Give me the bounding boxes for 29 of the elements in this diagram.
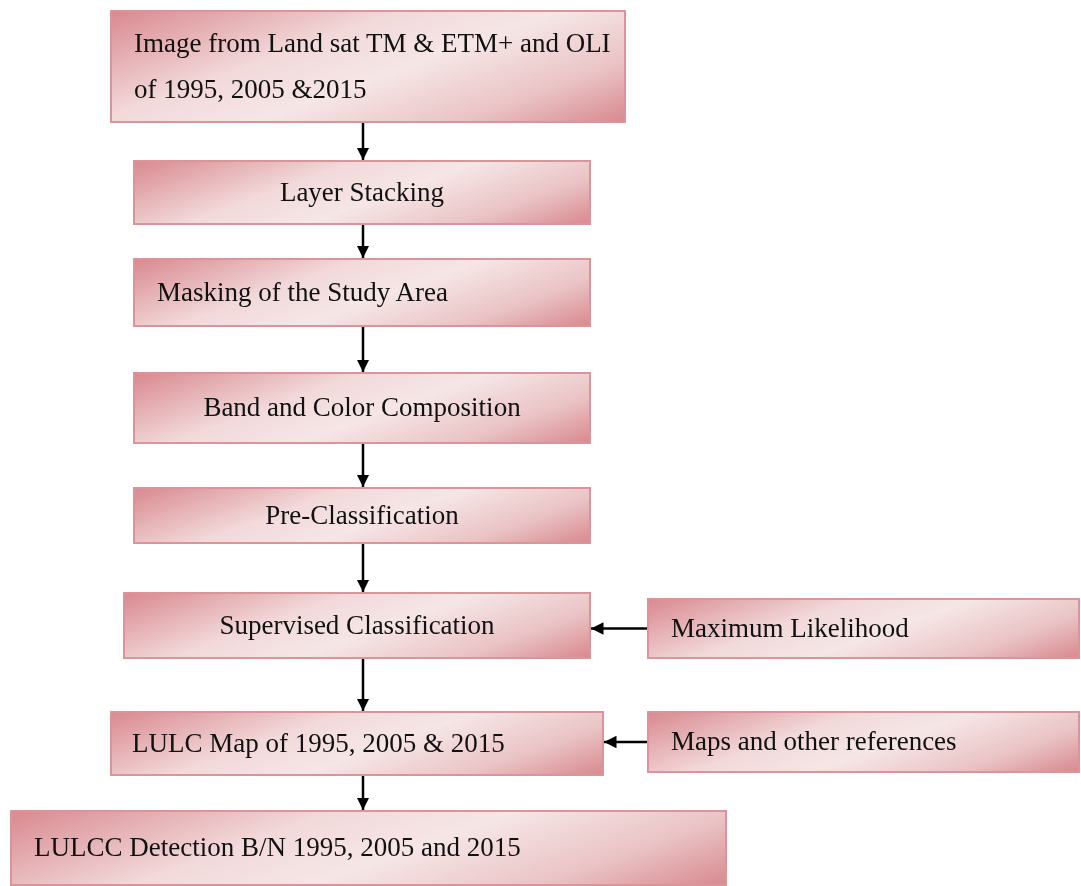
process-box <box>110 10 626 123</box>
box-label: Pre-Classification <box>265 498 459 532</box>
process-box <box>110 711 604 776</box>
box-label: Band and Color Composition <box>203 391 521 425</box>
process-box <box>10 810 727 886</box>
box-label: Masking of the Study Area <box>157 275 448 309</box>
box-label: Supervised Classification <box>219 608 495 642</box>
box-label: Layer Stacking <box>279 175 445 209</box>
process-box <box>133 258 591 327</box>
arrow <box>356 444 370 487</box>
box-label: Maps and other references <box>671 725 957 759</box>
box-label: LULCC Detection B/N 1995, 2005 and 2015 <box>34 831 521 865</box>
process-box <box>133 487 591 544</box>
process-box <box>133 160 591 225</box>
arrow <box>356 225 370 258</box>
arrow <box>356 123 370 160</box>
process-box <box>133 372 591 444</box>
arrow <box>356 659 370 711</box>
arrow <box>604 735 647 749</box>
arrow <box>591 622 647 635</box>
box-label: LULC Map of 1995, 2005 & 2015 <box>132 726 505 760</box>
arrow <box>356 544 370 592</box>
box-label: Maximum Likelihood <box>671 611 909 645</box>
arrow <box>356 327 370 372</box>
process-box <box>647 598 1080 659</box>
box-label: Image from Land sat TM & ETM+ and OLI of 1995, 2005 &2015 <box>134 26 612 106</box>
process-box <box>123 592 591 659</box>
process-box <box>647 711 1080 773</box>
arrow <box>356 776 370 810</box>
